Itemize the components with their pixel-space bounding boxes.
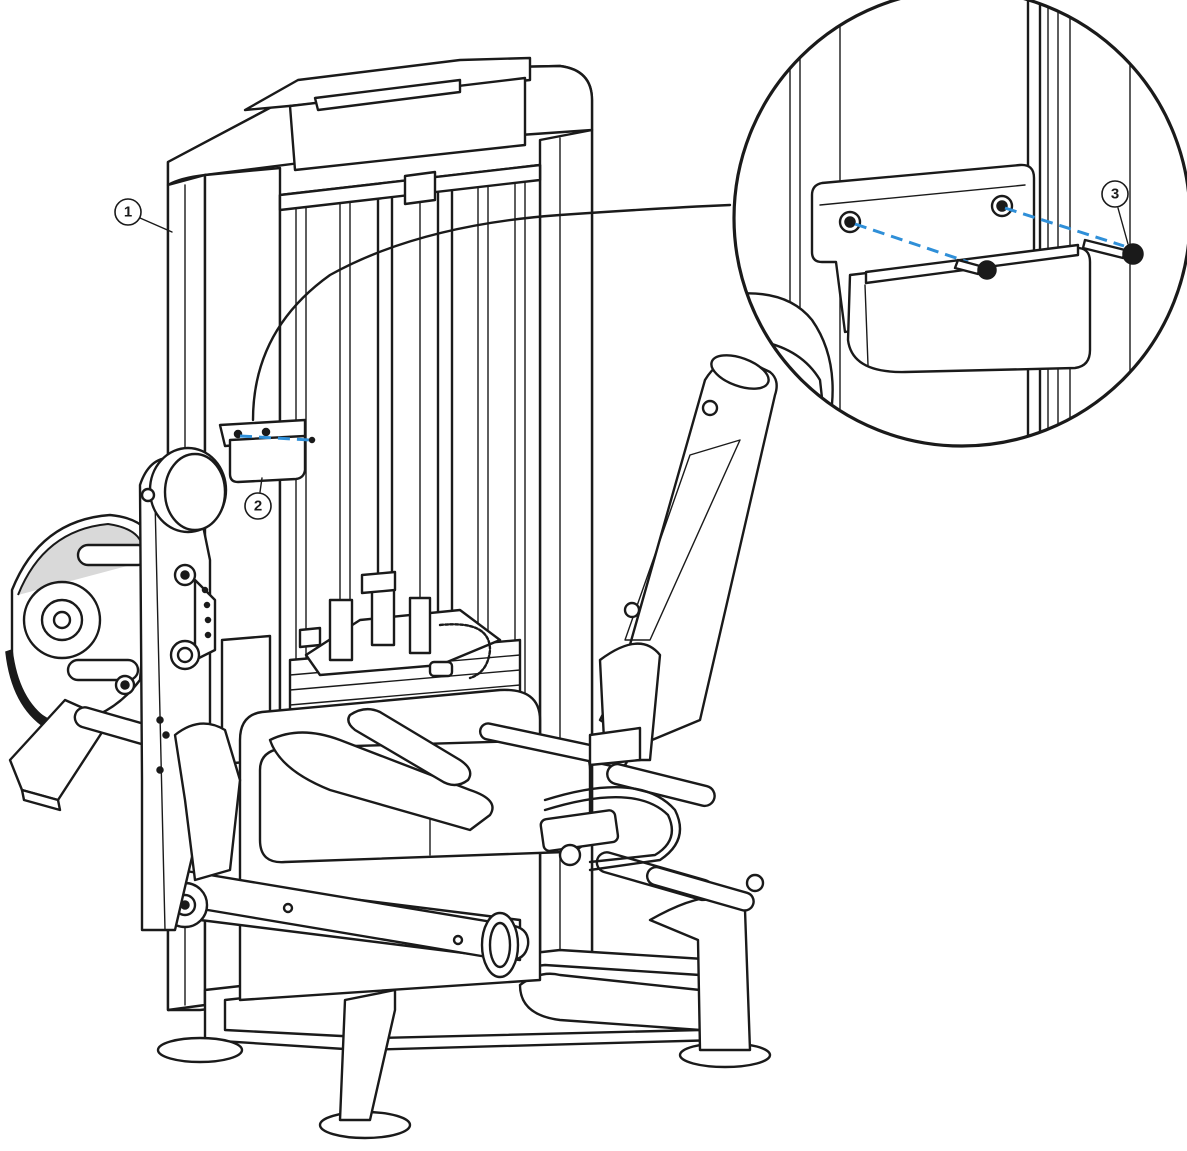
callout-1: 1 [114,198,173,233]
detail-leader-line [251,203,732,422]
thigh-roller-arm [268,707,765,912]
svg-text:2: 2 [254,498,262,515]
storage-tray-small [218,418,316,484]
lever-arm-assembly [5,446,242,932]
back-pad-upright [588,354,778,767]
callout-2: 2 [244,477,272,520]
svg-text:1: 1 [124,204,132,221]
callout-3: 3 [1101,180,1129,245]
svg-text:3: 3 [1111,186,1119,203]
